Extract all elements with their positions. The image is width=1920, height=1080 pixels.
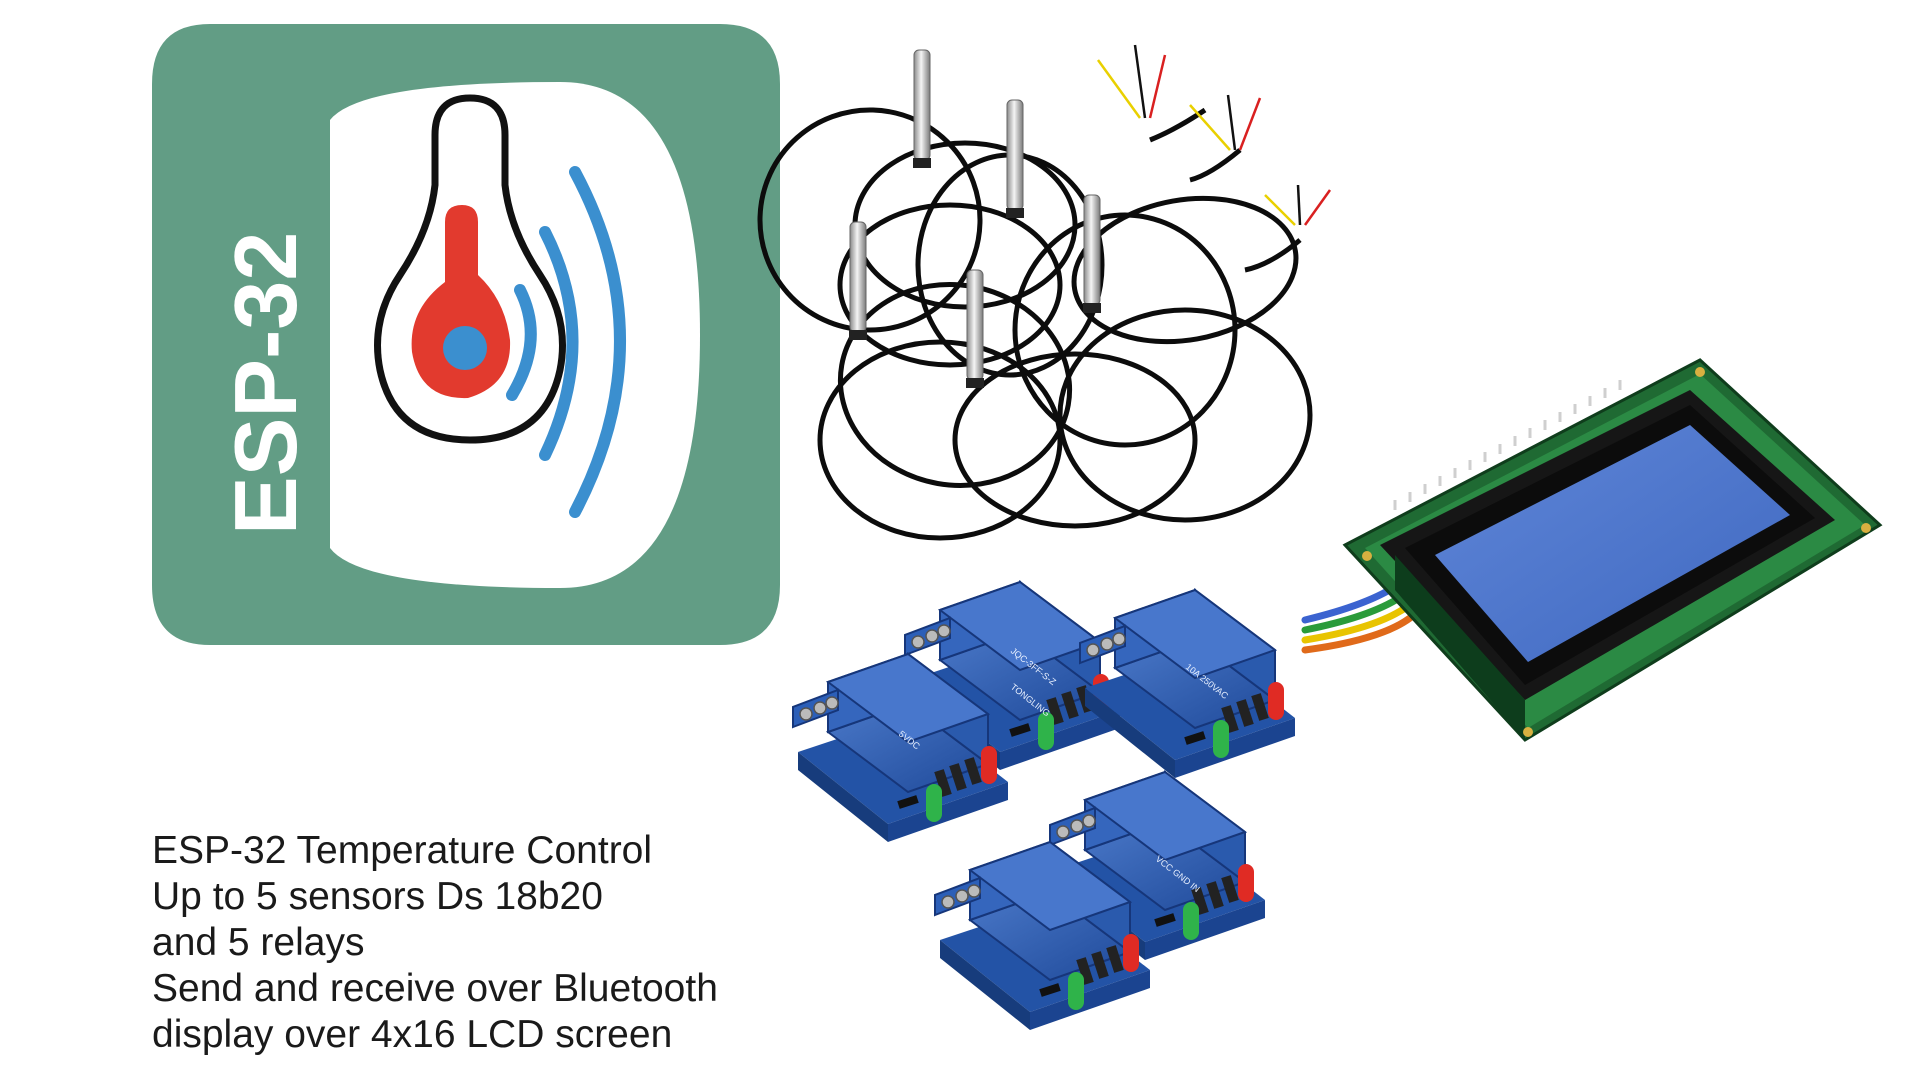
description-line: ESP-32 Temperature Control xyxy=(152,829,653,872)
thermometer-bulb-icon xyxy=(374,94,566,444)
logo-text: ESP-32 xyxy=(216,232,315,535)
description-line: and 5 relays xyxy=(152,921,365,964)
esp32-logo: ESP-32 xyxy=(152,24,780,645)
relay-modules: TONGLING JQC-3FF-S-Z 10A 250VAC 5VDC VCC… xyxy=(792,581,1296,1031)
relay-module xyxy=(1079,589,1296,779)
ds18b20-sensor-probes xyxy=(757,44,1332,541)
lcd-display-module xyxy=(1301,358,1883,742)
description-line: Up to 5 sensors Ds 18b20 xyxy=(152,875,603,918)
feature-description: ESP-32 Temperature Control Up to 5 senso… xyxy=(152,828,718,1058)
wireless-waves-icon xyxy=(506,166,626,518)
description-line: display over 4x16 LCD screen xyxy=(152,1013,673,1056)
description-line: Send and receive over Bluetooth xyxy=(152,967,718,1010)
